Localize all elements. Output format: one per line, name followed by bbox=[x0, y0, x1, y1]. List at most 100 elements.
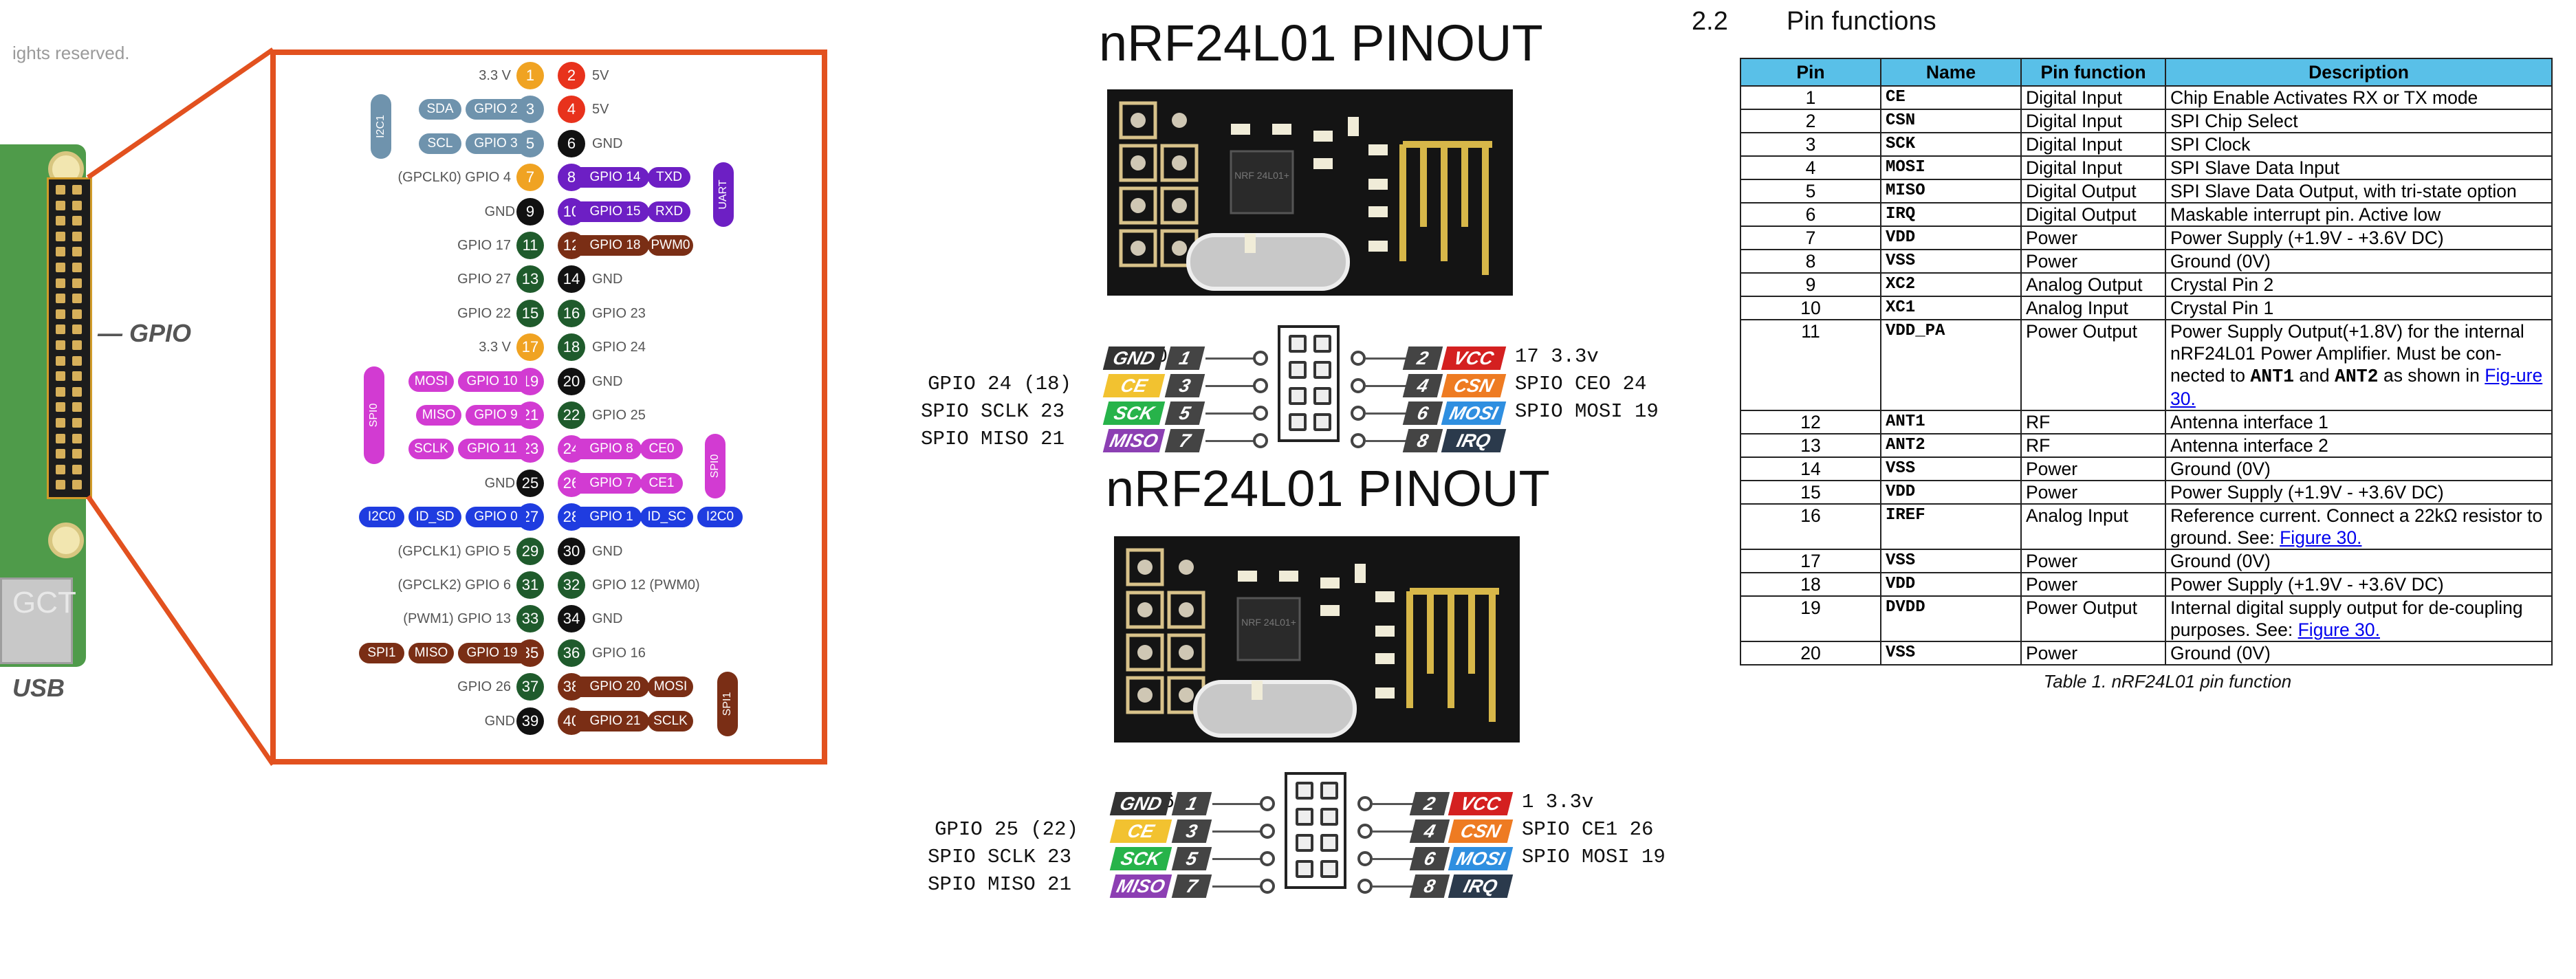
nrf-lead bbox=[1373, 858, 1414, 860]
nrf-pin-note: GPIO 24 (18) bbox=[920, 373, 1071, 395]
pin-16-circle: 16 bbox=[558, 300, 585, 327]
cell-name: IREF bbox=[1881, 504, 2021, 549]
pin-name-ref: ANT2 bbox=[2335, 366, 2379, 387]
pin-8-label: GPIO 14 bbox=[576, 167, 649, 188]
pin-5-label: SCL bbox=[419, 133, 461, 154]
cell-pin-function: Power Output bbox=[2021, 320, 2165, 410]
cell-description: Ground (0V) bbox=[2165, 457, 2552, 481]
description-text: Maskable interrupt pin. Active low bbox=[2170, 204, 2441, 225]
nrf-lead bbox=[1212, 886, 1260, 888]
header-description: Description bbox=[2165, 58, 2552, 86]
figure-link[interactable]: Figure 30. bbox=[2280, 527, 2361, 548]
nrf-board-art: NRF 24L01+ bbox=[1107, 89, 1513, 296]
nrf-pin-number: 7 bbox=[1165, 429, 1205, 452]
header-pin bbox=[1313, 335, 1331, 353]
description-text: and bbox=[2294, 365, 2335, 386]
description-text: Ground (0V) bbox=[2170, 551, 2271, 571]
cell-pin-function: Digital Input bbox=[2021, 133, 2165, 156]
pin-12-label: PWM0 bbox=[648, 235, 693, 256]
description-text: SPI Chip Select bbox=[2170, 111, 2298, 131]
pin-24-label: GPIO 8 bbox=[576, 439, 642, 459]
nrf-pin-note: GPIO 25 (22) bbox=[927, 818, 1078, 841]
cell-description: Internal digital supply output for de-co… bbox=[2165, 596, 2552, 641]
pin-9-circle: 9 bbox=[516, 198, 544, 226]
cell-pin-function: Digital Input bbox=[2021, 86, 2165, 109]
pin-table-body: 1CEDigital InputChip Enable Activates RX… bbox=[1740, 86, 2552, 665]
cell-pin: 3 bbox=[1740, 133, 1881, 156]
pin-23-label: SCLK bbox=[408, 439, 454, 459]
table-row: 20VSSPowerGround (0V) bbox=[1740, 641, 2552, 665]
figure-link[interactable]: Figure 30. bbox=[2298, 619, 2380, 640]
cell-name: VDD bbox=[1881, 481, 2021, 504]
pin-6-circle: 6 bbox=[558, 130, 585, 157]
raspberry-pi-gpio-panel: ights reserved. GCT USB — GPIO 123.3 V5V… bbox=[0, 0, 866, 979]
pin-22-circle: 22 bbox=[558, 402, 585, 429]
header-pin bbox=[1320, 782, 1338, 800]
nrf-tag-ce: CE bbox=[1110, 820, 1172, 843]
description-text: Ground (0V) bbox=[2170, 459, 2271, 479]
cell-pin: 13 bbox=[1740, 434, 1881, 457]
description-text: Chip Enable Activates RX or TX mode bbox=[2170, 87, 2478, 108]
pin-3-label: SDA bbox=[419, 99, 461, 120]
cell-pin-function: RF bbox=[2021, 434, 2165, 457]
cell-name: SCK bbox=[1881, 133, 2021, 156]
nrf-lead-end bbox=[1357, 796, 1373, 811]
cell-name: CE bbox=[1881, 86, 2021, 109]
pin-29-label: (GPCLK1) GPIO 5 bbox=[395, 541, 511, 562]
nrf-pin-number: 2 bbox=[1403, 346, 1443, 370]
pin-28-label: GPIO 1 bbox=[576, 507, 642, 527]
nrf-lead-end bbox=[1351, 433, 1366, 448]
nrf-board-art: NRF 24L01+ bbox=[1114, 536, 1520, 742]
header-pin bbox=[1313, 387, 1331, 405]
cell-pin-function: Digital Input bbox=[2021, 156, 2165, 179]
cell-pin: 15 bbox=[1740, 481, 1881, 504]
table-header-row: Pin Name Pin function Description bbox=[1740, 58, 2552, 86]
pin-21-label: GPIO 9 bbox=[466, 405, 526, 426]
nrf-pin-header bbox=[1278, 325, 1340, 442]
table-row: 19DVDDPower OutputInternal digital suppl… bbox=[1740, 596, 2552, 641]
cell-pin-function: Power bbox=[2021, 457, 2165, 481]
nrf-lead bbox=[1205, 440, 1254, 442]
nrf-tag-miso: MISO bbox=[1103, 429, 1165, 452]
pin-4-label: 5V bbox=[592, 99, 609, 120]
table-row: 6IRQDigital OutputMaskable interrupt pin… bbox=[1740, 203, 2552, 226]
nrf-pin-note: 17 3.3v bbox=[1515, 345, 1599, 368]
cell-pin: 5 bbox=[1740, 179, 1881, 203]
header-pin bbox=[1320, 860, 1338, 878]
cell-pin: 19 bbox=[1740, 596, 1881, 641]
nrf-tag-csn: CSN bbox=[1448, 820, 1513, 843]
table-row: 7VDDPowerPower Supply (+1.9V - +3.6V DC) bbox=[1740, 226, 2552, 250]
section-number: 2.2 bbox=[1692, 7, 1728, 36]
pin-25-label: GND bbox=[485, 473, 511, 494]
header-pin bbox=[1313, 413, 1331, 431]
pin-38-label: MOSI bbox=[648, 676, 693, 697]
cell-name: IRQ bbox=[1881, 203, 2021, 226]
cell-pin: 18 bbox=[1740, 573, 1881, 596]
pin-4-circle: 4 bbox=[558, 96, 585, 123]
pin-37-label: GPIO 26 bbox=[455, 676, 511, 697]
cell-pin: 1 bbox=[1740, 86, 1881, 109]
cell-pin-function: Power Output bbox=[2021, 596, 2165, 641]
pin-17-circle: 17 bbox=[516, 333, 544, 361]
cell-pin: 14 bbox=[1740, 457, 1881, 481]
cell-description: SPI Slave Data Input bbox=[2165, 156, 2552, 179]
nrf-tag-mosi: MOSI bbox=[1448, 847, 1513, 870]
nrf-lead-end bbox=[1357, 824, 1373, 839]
header-pin bbox=[1289, 413, 1307, 431]
pin-13-circle: 13 bbox=[516, 265, 544, 293]
description-text: Crystal Pin 1 bbox=[2170, 298, 2273, 318]
header-pin bbox=[1313, 361, 1331, 379]
header-pin bbox=[1296, 860, 1313, 878]
pin-18-circle: 18 bbox=[558, 333, 585, 361]
nrf-lead bbox=[1366, 358, 1407, 360]
pin-36-circle: 36 bbox=[558, 639, 585, 667]
description-text: Power Supply (+1.9V - +3.6V DC) bbox=[2170, 228, 2444, 248]
pin-14-label: GND bbox=[592, 269, 622, 289]
nrf-pin-number: 1 bbox=[1172, 792, 1212, 815]
description-text: SPI Slave Data Input bbox=[2170, 157, 2339, 178]
description-text: Power Supply (+1.9V - +3.6V DC) bbox=[2170, 574, 2444, 595]
cell-name: VSS bbox=[1881, 641, 2021, 665]
header-pin: Pin bbox=[1740, 58, 1881, 86]
cell-description: Crystal Pin 2 bbox=[2165, 273, 2552, 296]
pin-20-label: GND bbox=[592, 371, 622, 392]
